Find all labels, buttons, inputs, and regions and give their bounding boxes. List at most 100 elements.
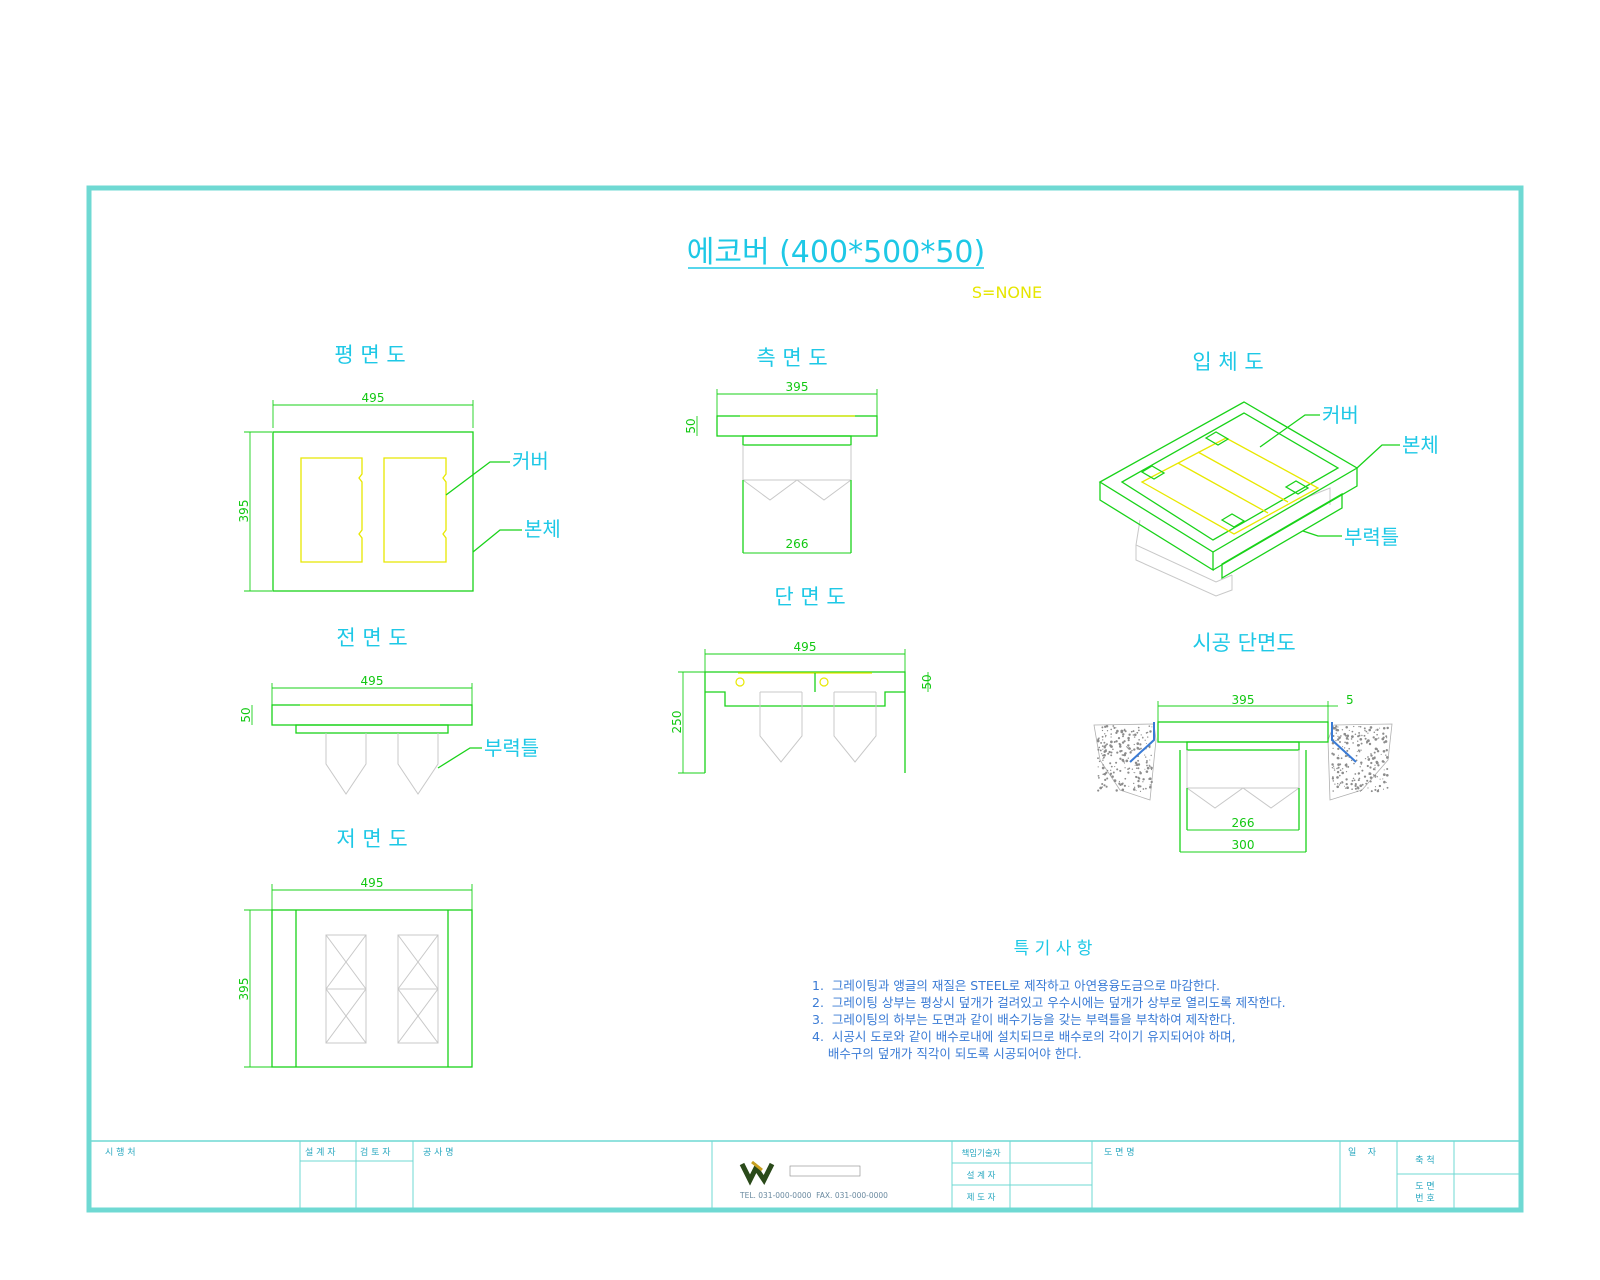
soil-speck	[1352, 777, 1355, 780]
soil-speck	[1373, 774, 1377, 777]
soil-speck	[1125, 759, 1129, 763]
section-dim-right: 50	[920, 674, 934, 689]
soil-speck	[1110, 754, 1113, 757]
soil-speck	[1350, 738, 1353, 740]
ground-hatch	[1093, 723, 1393, 801]
sheet-border	[86, 185, 1524, 1213]
soil-speck	[1385, 737, 1388, 739]
soil-speck	[1340, 757, 1343, 760]
soil-speck	[1128, 747, 1131, 750]
soil-speck	[1127, 771, 1130, 774]
soil-speck	[1341, 768, 1344, 770]
company-contact: TEL. 031-000-0000 FAX. 031-000-0000	[739, 1191, 888, 1200]
soil-speck	[1345, 778, 1348, 781]
soil-speck	[1144, 768, 1146, 770]
soil-speck	[1343, 732, 1347, 736]
front-title: 전 면 도	[336, 626, 407, 650]
soil-speck	[1352, 742, 1354, 744]
bottom-dim-top: 495	[361, 876, 384, 890]
soil-speck	[1123, 740, 1126, 743]
soil-speck	[1354, 787, 1357, 790]
soil-speck	[1363, 734, 1366, 737]
soil-speck	[1121, 741, 1125, 744]
soil-speck	[1351, 735, 1354, 738]
soil-speck	[1383, 741, 1386, 744]
soil-speck	[1145, 770, 1149, 773]
soil-speck	[1102, 754, 1104, 757]
soil-speck	[1341, 781, 1344, 784]
soil-speck	[1134, 764, 1136, 766]
soil-speck	[1119, 769, 1122, 772]
soil-speck	[1122, 754, 1125, 756]
soil-speck	[1348, 747, 1350, 750]
soil-speck	[1361, 769, 1364, 772]
soil-speck	[1135, 767, 1138, 769]
soil-speck	[1346, 786, 1349, 790]
soil-speck	[1115, 761, 1118, 764]
soil-speck	[1137, 763, 1141, 766]
soil-speck	[1359, 784, 1363, 788]
soil-speck	[1145, 742, 1147, 745]
soil-speck	[1354, 784, 1357, 788]
soil-speck	[1137, 779, 1140, 783]
soil-speck	[1102, 759, 1104, 762]
soil-speck	[1369, 780, 1372, 783]
soil-speck	[1331, 766, 1334, 769]
soil-speck	[1357, 772, 1361, 775]
soil-speck	[1353, 779, 1356, 782]
soil-speck	[1122, 760, 1125, 763]
soil-speck	[1367, 758, 1371, 761]
tb-designer: 설 계 자	[305, 1146, 336, 1158]
install-cover	[1157, 721, 1329, 743]
soil-speck	[1335, 732, 1337, 734]
soil-speck	[1097, 757, 1099, 760]
iso-label-body: 본체	[1402, 433, 1439, 457]
soil-speck	[1354, 773, 1357, 775]
soil-speck	[1139, 785, 1142, 788]
soil-speck	[1342, 746, 1344, 748]
iso-view: 입 체 도 커버 본체 부력틀	[1098, 350, 1439, 597]
soil-speck	[1382, 760, 1385, 763]
soil-speck	[1148, 777, 1152, 781]
soil-speck	[1139, 771, 1142, 775]
soil-speck	[1133, 743, 1135, 746]
soil-speck	[1358, 731, 1361, 734]
soil-speck	[1356, 750, 1358, 753]
tb-design-by: 설 계 자	[967, 1170, 996, 1181]
soil-speck	[1110, 740, 1113, 744]
install-pipe-right	[1331, 722, 1357, 763]
soil-speck	[1118, 782, 1121, 785]
soil-speck	[1150, 766, 1153, 770]
soil-speck	[1144, 739, 1146, 741]
section-dim-top: 495	[794, 640, 817, 654]
soil-speck	[1332, 753, 1335, 756]
front-label-frame: 부력틀	[484, 736, 539, 760]
soil-speck	[1360, 749, 1362, 751]
soil-speck	[1364, 776, 1366, 778]
bottom-frame-left	[325, 934, 367, 1044]
soil-speck	[1131, 768, 1134, 770]
soil-speck	[1132, 788, 1136, 791]
soil-speck	[1098, 760, 1101, 763]
soil-speck	[1112, 748, 1114, 751]
soil-speck	[1376, 789, 1380, 793]
soil-speck	[1370, 790, 1373, 793]
soil-speck	[1337, 763, 1340, 766]
bottom-dim-left: 395	[237, 978, 251, 1001]
soil-speck	[1134, 761, 1138, 765]
soil-speck	[1101, 782, 1104, 786]
soil-speck	[1354, 783, 1357, 786]
notes-title: 특 기 사 항	[1014, 939, 1093, 959]
bottom-title: 저 면 도	[336, 827, 407, 851]
soil-speck	[1361, 783, 1364, 786]
soil-speck	[1119, 757, 1122, 760]
soil-speck	[1109, 772, 1113, 775]
soil-speck	[1137, 759, 1140, 762]
soil-speck	[1366, 764, 1369, 768]
soil-speck	[1106, 743, 1108, 746]
soil-speck	[1128, 733, 1131, 736]
tb-dwg-no-b: 번 호	[1415, 1193, 1434, 1204]
soil-speck	[1136, 731, 1139, 734]
iso-label-frame: 부력틀	[1344, 525, 1399, 549]
